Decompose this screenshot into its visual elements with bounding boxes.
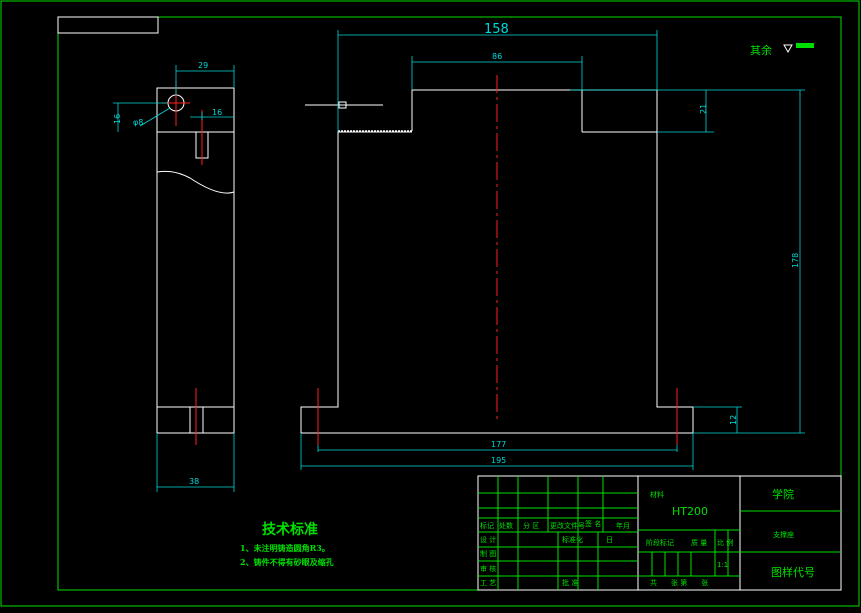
row-date: 年月 (616, 521, 630, 530)
technical-notes: 技术标准 1、未注明铸造圆角R3。 2、铸件不得有砂眼及缩孔 (240, 521, 334, 567)
dim-slot-depth: 21 (699, 104, 708, 114)
tech-note-2: 2、铸件不得有砂眼及缩孔 (240, 557, 334, 567)
row-drafting: 制 图 (480, 549, 496, 558)
row-change-doc: 更改文件号 (550, 521, 585, 530)
dim-hole-y: 16 (113, 114, 122, 124)
corner-box (57, 16, 159, 34)
dim-base-outer: 195 (491, 456, 506, 465)
row-count: 处数 (499, 521, 513, 530)
tech-note-1: 1、未注明铸造圆角R3。 (240, 543, 330, 553)
part-name: 支撑座 (773, 530, 794, 539)
row-review: 审 核 (480, 564, 496, 573)
row-day: 日 (606, 536, 613, 544)
front-dimensions: 158 86 21 178 12 177 195 (300, 22, 805, 470)
material-value: HT200 (672, 505, 708, 518)
front-view (300, 75, 694, 445)
drawing-code: 图样代号 (771, 565, 815, 579)
dim-base-inner: 177 (491, 440, 506, 449)
dim-side-bottom: 38 (189, 477, 199, 486)
dim-slot-width: 86 (492, 52, 502, 61)
row-process: 工 艺 (480, 579, 496, 587)
dim-hole-offset: 16 (212, 108, 222, 117)
row-zone: 分 区 (523, 521, 539, 530)
row-standardize: 标准化 (562, 535, 583, 544)
row-design: 设 计 (480, 535, 496, 544)
surface-note-text: 其余 (750, 43, 772, 57)
school-label: 学院 (772, 487, 794, 501)
row-approve: 批 准 (562, 578, 578, 587)
scale-value: 1:1 (717, 561, 728, 569)
side-view (156, 80, 235, 445)
side-dimensions: 29 16 φ8 16 38 (113, 61, 235, 492)
dim-height: 178 (791, 253, 800, 268)
dim-side-top: 29 (198, 61, 208, 70)
dim-width-top: 158 (484, 22, 509, 37)
dim-hole-dia: φ8 (133, 118, 143, 127)
stage-label: 阶段标记 (646, 538, 674, 547)
surface-note: 其余 (750, 43, 814, 57)
material-label: 材料 (650, 490, 664, 499)
scale-label: 比 例 (717, 538, 733, 547)
sheet-label: 共 张 第 张 (650, 578, 708, 587)
inner-frame (57, 16, 842, 591)
tech-notes-title: 技术标准 (262, 521, 318, 538)
row-marks: 标记 (480, 521, 494, 530)
row-sign: 签 名 (585, 519, 601, 528)
weight-label: 质 量 (691, 538, 707, 547)
dim-base-height: 12 (729, 415, 738, 425)
title-block: 材料 HT200 学院 支撑座 图样代号 阶段标记 质 量 比 例 1:1 共 … (477, 475, 842, 591)
